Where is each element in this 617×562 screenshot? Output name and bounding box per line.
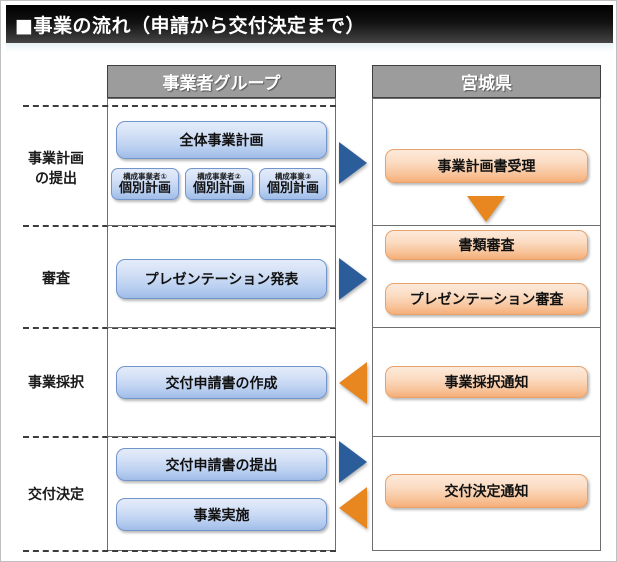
box-plan-document-received[interactable]: 事業計画書受理 xyxy=(385,149,588,183)
row-label-grant-decision: 交付決定 xyxy=(7,485,105,505)
column-header-business-group: 事業者グループ xyxy=(107,65,336,98)
row-line-left-1 xyxy=(107,225,336,226)
row-separator-bottom xyxy=(23,550,336,552)
row-label-line2: の提出 xyxy=(35,171,77,188)
title-bar: ■事業の流れ（申請から交付決定まで） xyxy=(6,5,613,43)
row4-right-arrow-icon xyxy=(339,441,367,483)
box-member-plan-2-main: 個別計画 xyxy=(192,180,245,196)
row-line-right-3 xyxy=(372,436,601,437)
row-label-line1: 審査 xyxy=(42,271,70,287)
row-label-line1: 事業計画 xyxy=(28,151,84,167)
row3-left-arrow-icon xyxy=(339,362,367,404)
row-line-left-2 xyxy=(107,327,336,328)
box-project-execution[interactable]: 事業実施 xyxy=(116,498,327,531)
box-member-plan-1-sub: 構成事業者① xyxy=(123,172,167,182)
box-member-plan-3[interactable]: 構成事業③ 個別計画 xyxy=(259,168,327,200)
row-label-plan-submission: 事業計画 の提出 xyxy=(7,149,105,190)
box-grant-decision-notice[interactable]: 交付決定通知 xyxy=(385,474,588,508)
box-overall-business-plan[interactable]: 全体事業計画 xyxy=(116,121,327,159)
box-presentation[interactable]: プレゼンテーション発表 xyxy=(116,259,327,299)
row2-right-arrow-icon xyxy=(339,258,367,300)
row-separator-top xyxy=(23,105,336,107)
row-separator-3 xyxy=(23,436,336,438)
page-title: ■事業の流れ（申請から交付決定まで） xyxy=(15,14,365,37)
box-member-plan-2-sub: 構成事業者② xyxy=(197,172,241,182)
row-line-right-1 xyxy=(372,225,601,226)
row-separator-2 xyxy=(23,327,336,329)
box-presentation-review[interactable]: プレゼンテーション審査 xyxy=(385,283,588,315)
box-submit-grant-application[interactable]: 交付申請書の提出 xyxy=(116,448,327,481)
box-member-plan-1-main: 個別計画 xyxy=(118,180,171,196)
row1-right-arrow-icon xyxy=(339,142,367,184)
row-label-adoption: 事業採択 xyxy=(7,373,105,393)
row-label-line1: 事業採択 xyxy=(28,375,84,391)
box-create-grant-application[interactable]: 交付申請書の作成 xyxy=(116,366,327,399)
box-member-plan-3-sub: 構成事業③ xyxy=(274,172,312,182)
box-member-plan-1[interactable]: 構成事業者① 個別計画 xyxy=(111,168,179,200)
row-label-review: 審査 xyxy=(7,269,105,289)
column-header-miyagi-prefecture: 宮城県 xyxy=(372,65,601,98)
row-line-right-2 xyxy=(372,327,601,328)
row-label-line1: 交付決定 xyxy=(28,487,84,503)
box-member-plan-2[interactable]: 構成事業者② 個別計画 xyxy=(185,168,253,200)
row4-left-arrow-icon xyxy=(339,487,367,529)
column-body-left xyxy=(107,98,336,551)
title-underglow xyxy=(6,43,613,53)
right-column-down-arrow-icon xyxy=(467,196,505,222)
box-member-plan-3-main: 個別計画 xyxy=(266,180,319,196)
row-line-left-3 xyxy=(107,436,336,437)
box-document-review[interactable]: 書類審査 xyxy=(385,230,588,260)
row-separator-1 xyxy=(23,225,336,227)
box-adoption-notice[interactable]: 事業採択通知 xyxy=(385,366,588,398)
